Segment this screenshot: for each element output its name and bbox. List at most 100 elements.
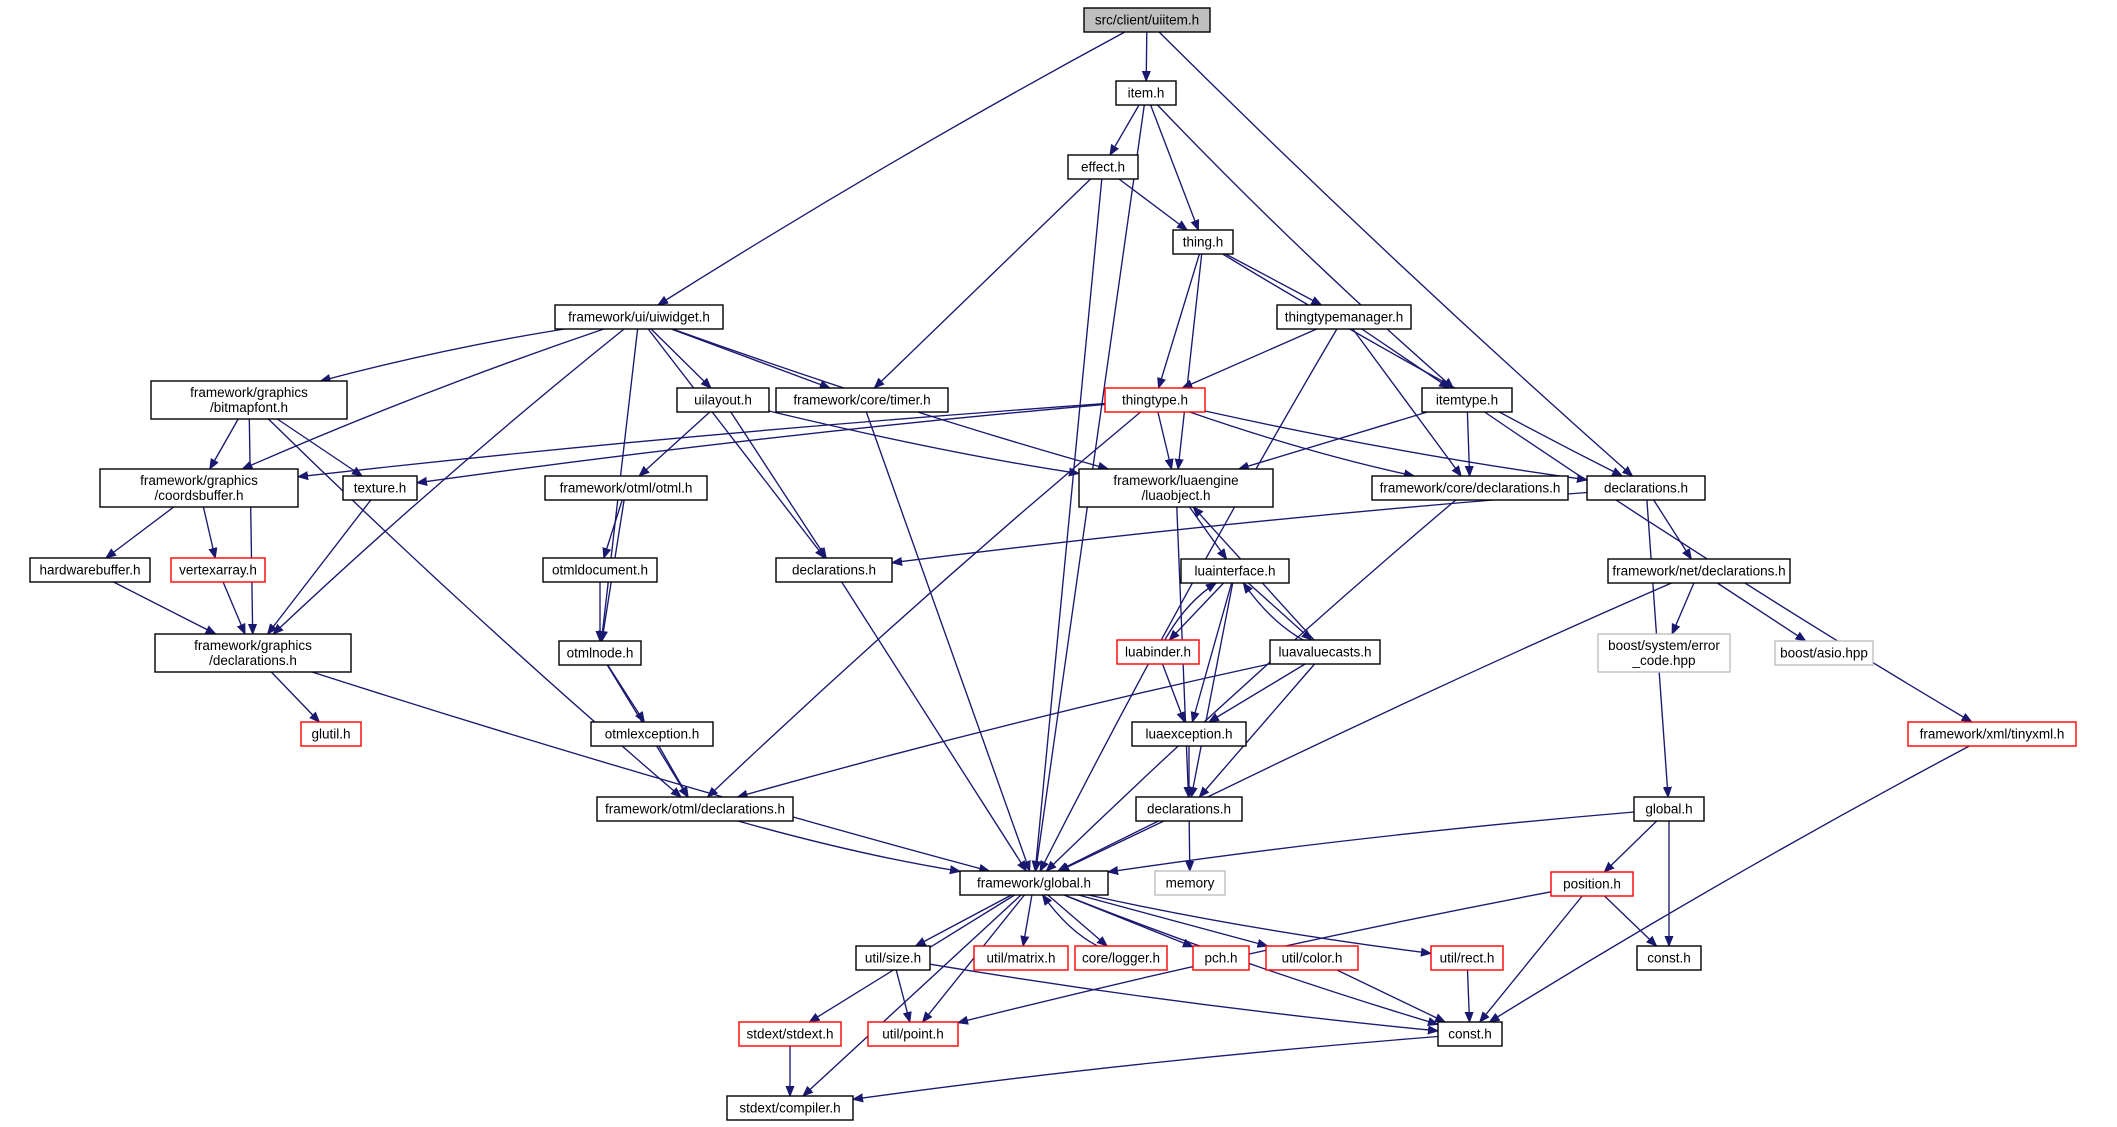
edge-uiitem-to-uiwidget bbox=[658, 31, 1126, 305]
node-position[interactable]: position.h bbox=[1550, 871, 1634, 897]
node-label: src/client/uiitem.h bbox=[1095, 13, 1199, 28]
edge-coordsbuffer-to-vertexarray bbox=[202, 506, 215, 558]
node-bitmapfont[interactable]: framework/graphics/bitmapfont.h bbox=[150, 380, 348, 420]
node-netdecl[interactable]: framework/net/declarations.h bbox=[1607, 558, 1791, 584]
node-luaobject[interactable]: framework/luaengine/luaobject.h bbox=[1078, 468, 1274, 508]
node-timer[interactable]: framework/core/timer.h bbox=[775, 387, 949, 413]
node-box bbox=[1276, 304, 1412, 330]
node-size[interactable]: util/size.h bbox=[855, 945, 931, 971]
node-uiitem[interactable]: src/client/uiitem.h bbox=[1083, 7, 1211, 33]
node-tinyxml[interactable]: framework/xml/tinyxml.h bbox=[1907, 721, 2077, 747]
node-thingtype[interactable]: thingtype.h bbox=[1104, 387, 1206, 413]
edge-rect-to-fwconst bbox=[1468, 969, 1470, 1022]
node-label: /coordsbuffer.h bbox=[154, 488, 243, 503]
edge-fwglobal-to-logger bbox=[1047, 894, 1107, 946]
node-label: luaexception.h bbox=[1145, 727, 1232, 742]
node-uiwidget[interactable]: framework/ui/uiwidget.h bbox=[554, 304, 724, 330]
node-luaexception[interactable]: luaexception.h bbox=[1131, 721, 1247, 747]
edge-coordsbuffer-to-hardwarebuffer bbox=[106, 506, 175, 558]
node-stdext[interactable]: stdext/stdext.h bbox=[738, 1021, 842, 1047]
node-box bbox=[1550, 871, 1634, 897]
node-label: thing.h bbox=[1183, 235, 1224, 250]
edge-bitmapfont-to-texture bbox=[276, 418, 362, 476]
node-otmldecl[interactable]: framework/otml/declarations.h bbox=[596, 796, 794, 822]
node-coordsbuffer[interactable]: framework/graphics/coordsbuffer.h bbox=[99, 468, 299, 508]
edge-thingtypemanager-to-itemtype bbox=[1361, 328, 1449, 388]
node-uilayout[interactable]: uilayout.h bbox=[676, 387, 770, 413]
node-memory: memory bbox=[1154, 870, 1226, 896]
node-coredecl[interactable]: framework/core/declarations.h bbox=[1371, 475, 1569, 501]
edge-timer-to-fwglobal bbox=[865, 411, 1029, 871]
node-point[interactable]: util/point.h bbox=[867, 1021, 959, 1047]
node-fwconst[interactable]: const.h bbox=[1437, 1021, 1503, 1047]
node-label: uilayout.h bbox=[694, 393, 752, 408]
node-label: declarations.h bbox=[1604, 481, 1688, 496]
node-declarations[interactable]: declarations.h bbox=[1586, 475, 1706, 501]
edge-thingtypemanager-to-thingtype bbox=[1182, 328, 1317, 389]
node-matrix[interactable]: util/matrix.h bbox=[973, 945, 1069, 971]
node-vertexarray[interactable]: vertexarray.h bbox=[170, 557, 266, 583]
node-thingtypemanager[interactable]: thingtypemanager.h bbox=[1276, 304, 1412, 330]
node-label: item.h bbox=[1128, 86, 1165, 101]
edge-fwglobal-to-color bbox=[1078, 894, 1268, 946]
edge-position-to-clientconst bbox=[1604, 895, 1657, 946]
node-hardwarebuffer[interactable]: hardwarebuffer.h bbox=[29, 557, 151, 583]
node-box bbox=[1131, 721, 1247, 747]
node-otmlnode[interactable]: otmlnode.h bbox=[558, 640, 642, 666]
node-label: util/rect.h bbox=[1440, 951, 1495, 966]
edge-item-to-itemtype bbox=[1157, 104, 1454, 388]
node-luavaluecasts[interactable]: luavaluecasts.h bbox=[1269, 639, 1381, 665]
node-box bbox=[726, 1095, 854, 1121]
edge-luadecl-to-fwglobal bbox=[1059, 820, 1165, 872]
node-label: _code.hpp bbox=[1631, 653, 1695, 668]
node-label: framework/graphics bbox=[140, 473, 258, 488]
node-label: core/logger.h bbox=[1082, 951, 1160, 966]
edge-thing-to-thingtypemanager bbox=[1225, 253, 1322, 305]
node-otml[interactable]: framework/otml/otml.h bbox=[544, 475, 708, 501]
node-thing[interactable]: thing.h bbox=[1172, 229, 1234, 255]
node-logger[interactable]: core/logger.h bbox=[1074, 945, 1168, 971]
node-luainterface[interactable]: luainterface.h bbox=[1180, 558, 1290, 584]
edge-position-to-fwconst bbox=[1480, 895, 1583, 1022]
node-graphicsdecl[interactable]: framework/graphics/declarations.h bbox=[154, 633, 352, 673]
edge-bitmapfont-to-graphicsdecl bbox=[249, 418, 252, 634]
edge-netdecl-to-asio bbox=[1716, 582, 1805, 641]
edge-uiwidget-to-bitmapfont bbox=[321, 328, 565, 381]
node-fwglobal[interactable]: framework/global.h bbox=[959, 870, 1109, 896]
node-label: framework/luaengine bbox=[1113, 473, 1238, 488]
node-label: declarations.h bbox=[1147, 802, 1231, 817]
edge-thingtype-to-otmldecl bbox=[708, 411, 1142, 797]
node-label: boost/system/error bbox=[1608, 638, 1720, 653]
node-color[interactable]: util/color.h bbox=[1265, 945, 1359, 971]
node-clientconst[interactable]: const.h bbox=[1636, 945, 1702, 971]
node-luadecl[interactable]: declarations.h bbox=[1135, 796, 1243, 822]
node-uidecl[interactable]: declarations.h bbox=[775, 557, 893, 583]
node-box bbox=[1607, 558, 1791, 584]
node-pch[interactable]: pch.h bbox=[1192, 945, 1250, 971]
edge-fwglobal-to-size bbox=[916, 894, 1012, 946]
node-globalh[interactable]: global.h bbox=[1633, 796, 1705, 822]
node-otmldocument[interactable]: otmldocument.h bbox=[542, 557, 658, 583]
node-luabinder[interactable]: luabinder.h bbox=[1116, 639, 1200, 665]
node-texture[interactable]: texture.h bbox=[342, 475, 418, 501]
edge-uiwidget-to-coordsbuffer bbox=[242, 328, 605, 470]
node-itemtype[interactable]: itemtype.h bbox=[1421, 387, 1513, 413]
edge-effect-to-timer bbox=[874, 178, 1092, 388]
node-box bbox=[342, 475, 418, 501]
node-label: const.h bbox=[1448, 1027, 1492, 1042]
node-box bbox=[1116, 639, 1200, 665]
node-item[interactable]: item.h bbox=[1115, 80, 1177, 106]
file-nodes: src/client/uiitem.h item.h effect.h thing.h… bbox=[29, 7, 2077, 1121]
edge-otmlexception-to-otmldecl bbox=[658, 745, 688, 797]
edge-coredecl-to-fwglobal bbox=[1046, 499, 1457, 871]
node-effect[interactable]: effect.h bbox=[1067, 154, 1139, 180]
edge-fwglobal-to-fwconst bbox=[1064, 894, 1438, 1024]
node-label: thingtypemanager.h bbox=[1285, 310, 1404, 325]
node-label: luavaluecasts.h bbox=[1278, 645, 1371, 660]
node-box bbox=[1067, 154, 1139, 180]
node-otmlexception[interactable]: otmlexception.h bbox=[590, 721, 714, 747]
edge-luavaluecasts-to-otmldecl bbox=[738, 663, 1271, 797]
node-rect[interactable]: util/rect.h bbox=[1430, 945, 1504, 971]
node-glutil[interactable]: glutil.h bbox=[300, 721, 362, 747]
node-compiler[interactable]: stdext/compiler.h bbox=[726, 1095, 854, 1121]
